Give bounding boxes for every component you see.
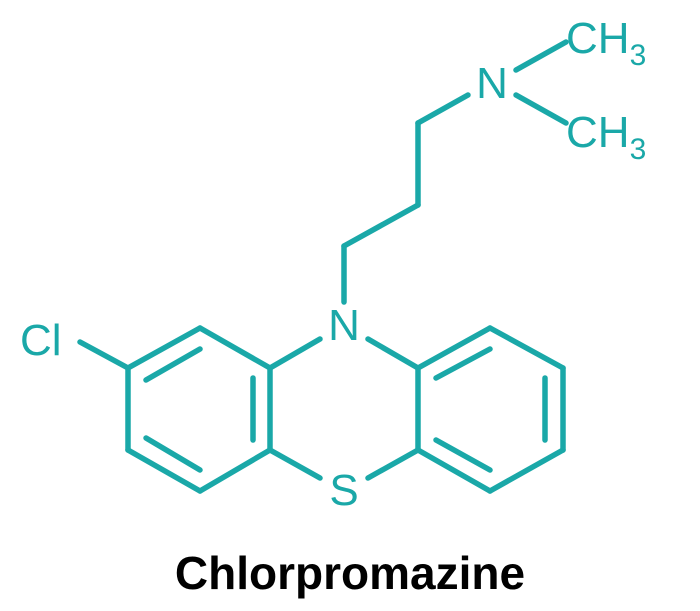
ring-nitrogen-label: N: [328, 301, 360, 350]
amine-nitrogen-label: N: [476, 59, 508, 108]
bonds: [77, 39, 569, 494]
double-bond: [433, 346, 493, 381]
bond: [487, 447, 566, 494]
bond: [197, 325, 273, 371]
bond: [513, 39, 569, 73]
methyl-top-label: CH3: [566, 14, 646, 72]
methyl-top-text: CH: [566, 14, 630, 63]
bond: [365, 447, 421, 481]
methyl-bottom-label: CH3: [566, 108, 646, 166]
bond: [125, 325, 203, 371]
bond: [365, 336, 421, 371]
double-bond: [143, 435, 203, 473]
methyl-bottom-text: CH: [566, 108, 630, 157]
bond: [513, 92, 569, 126]
sulfur-label: S: [329, 466, 358, 515]
double-bond: [143, 346, 203, 383]
bond: [77, 339, 131, 371]
bond: [267, 447, 323, 481]
methyl-top-subscript: 3: [630, 39, 647, 72]
bond: [341, 202, 421, 249]
bond: [197, 447, 273, 494]
bond: [415, 325, 493, 371]
compound-name: Chlorpromazine: [174, 547, 526, 599]
bond: [487, 325, 566, 371]
methyl-bottom-subscript: 3: [630, 133, 647, 166]
bond: [125, 447, 203, 494]
double-bond: [433, 437, 493, 473]
bond: [415, 92, 471, 126]
bond: [415, 447, 493, 494]
bond: [267, 336, 323, 371]
atom-labels: Cl N S N CH3 CH3: [20, 14, 646, 515]
chlorine-label: Cl: [20, 316, 62, 365]
